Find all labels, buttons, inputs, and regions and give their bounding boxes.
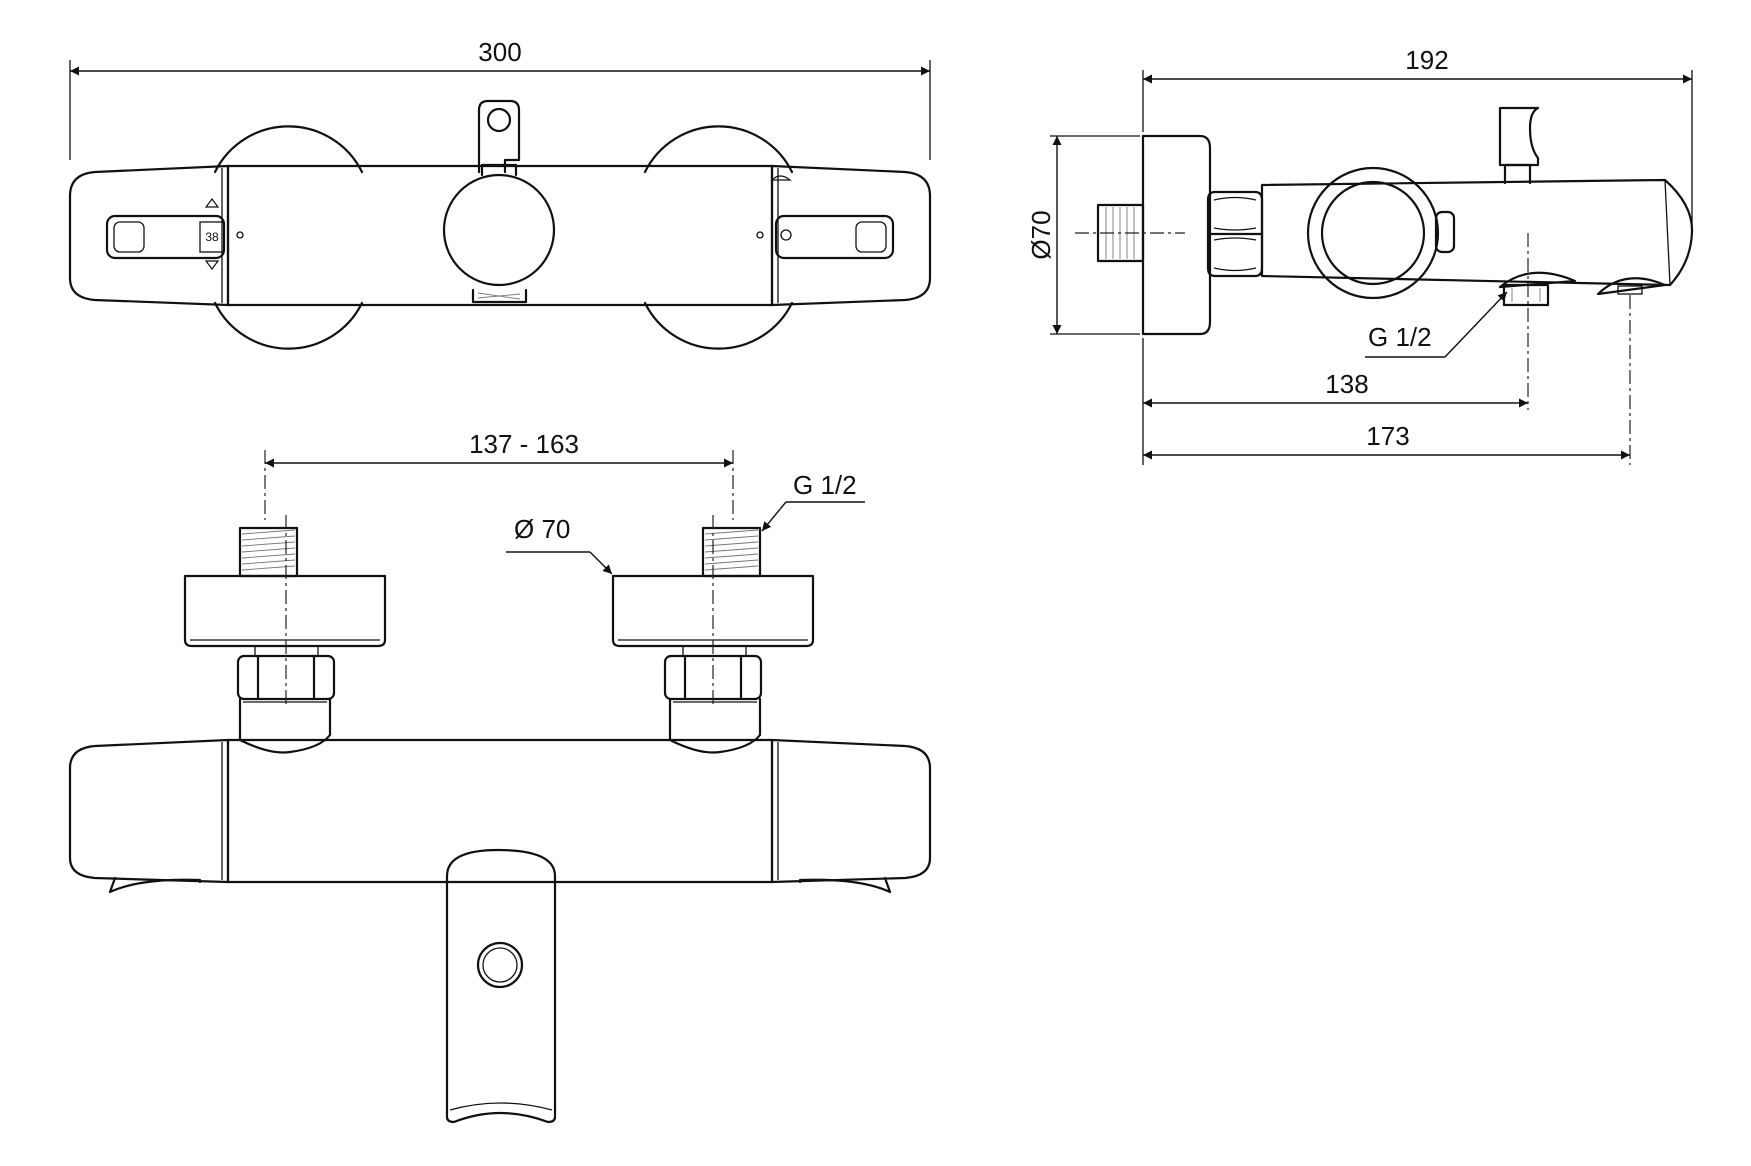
left-connection-thread xyxy=(238,526,299,578)
connection-thread-leader xyxy=(761,501,787,532)
right-handle-lip xyxy=(798,876,892,894)
left-wall-disc-bottom xyxy=(213,301,364,350)
outlet-distance-label-1: 138 xyxy=(1325,369,1368,399)
hanger-hole xyxy=(486,107,512,133)
right-wall-disc-bottom xyxy=(643,301,794,350)
left-wall-disc-top xyxy=(213,125,364,174)
outlet-thread-label: G 1/2 xyxy=(1368,322,1432,352)
shower-hanger-bracket xyxy=(477,99,521,174)
outlet-distance-label-2: 173 xyxy=(1366,421,1409,451)
left-inlet-elbow xyxy=(238,697,332,754)
temperature-scale-value: 38 xyxy=(205,230,219,244)
hanger-post xyxy=(1498,106,1540,167)
shower-outlet xyxy=(1498,271,1577,289)
escutcheon-leader xyxy=(589,551,613,575)
temperature-scale-window xyxy=(199,221,225,253)
bottom-view: 137 - 163 G 1/2 Ø 70 xyxy=(68,429,932,1124)
right-end-cap xyxy=(770,164,932,307)
spout-aerator xyxy=(476,941,524,989)
spout-outlet xyxy=(1596,277,1667,296)
mixer-side-body xyxy=(1260,178,1694,287)
connection-thread-label: G 1/2 xyxy=(793,470,857,500)
left-handle-lip xyxy=(108,876,202,894)
escutcheon-diameter-label: Ø70 xyxy=(1026,210,1056,259)
right-inlet-elbow xyxy=(668,697,762,754)
bottom-left-cap xyxy=(68,738,230,884)
bottom-center-body xyxy=(226,738,774,884)
bath-spout xyxy=(445,848,557,1124)
overall-width-label: 300 xyxy=(478,37,521,67)
knob-side-cap xyxy=(1434,210,1456,254)
bottom-right-cap xyxy=(770,738,932,884)
right-connection-thread xyxy=(701,526,762,578)
side-view: 192 Ø70 G 1/2 138 173 xyxy=(1026,45,1694,465)
shower-outlet-nut xyxy=(1502,283,1550,307)
knob-side-inner xyxy=(1320,180,1426,286)
bottom-outlet-thread xyxy=(471,288,528,304)
depth-label: 192 xyxy=(1405,45,1448,75)
escutcheon-diameter-label-bottom: Ø 70 xyxy=(514,514,570,544)
knob-stem xyxy=(480,163,518,177)
right-wall-disc-top xyxy=(643,125,794,174)
connection-span-label: 137 - 163 xyxy=(469,429,579,459)
increase-arrow-icon xyxy=(204,198,220,208)
outlet-thread-leader xyxy=(1444,291,1508,358)
knob-side-outer xyxy=(1306,166,1440,300)
left-end-cap xyxy=(68,164,230,307)
left-escutcheon xyxy=(183,574,387,648)
hanger-post-base xyxy=(1503,163,1532,185)
flow-handle xyxy=(774,214,895,260)
front-view: 38 300 xyxy=(68,37,932,350)
diverter-knob xyxy=(442,173,556,287)
decrease-arrow-icon xyxy=(204,260,220,270)
right-escutcheon xyxy=(611,574,815,648)
wall-escutcheon xyxy=(1141,134,1212,336)
